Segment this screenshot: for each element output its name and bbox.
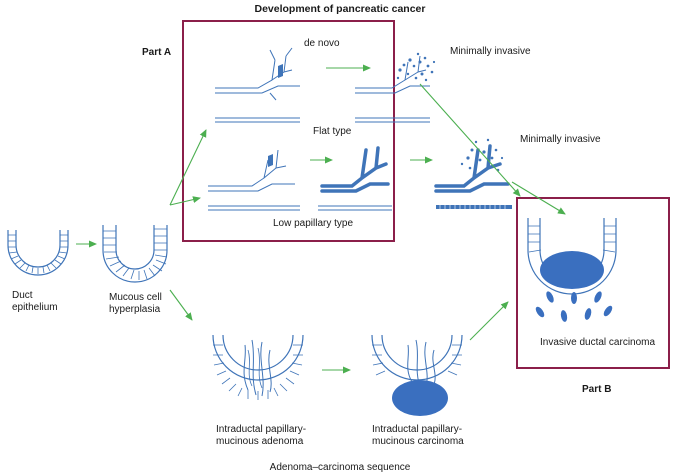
part-a-box xyxy=(182,20,395,242)
arrow-minimal-to-invasive-1 xyxy=(419,83,521,197)
duct-branch-minimal-invasive xyxy=(355,55,430,123)
mucous-hyperplasia-figure xyxy=(102,225,168,283)
denovo-lesion xyxy=(278,64,283,78)
duct-branch-low-papillary xyxy=(434,144,510,193)
label-ipm-adenoma: Intraductal papillary- mucinous adenoma xyxy=(216,424,309,447)
arrow-hyperplasia-to-denovo xyxy=(169,129,207,206)
low-papillary-wall xyxy=(436,205,512,209)
label-minimally-invasive-top: Minimally invasive xyxy=(450,46,531,57)
part-b-box xyxy=(516,197,670,369)
label-adenoma-carcinoma-sequence: Adenoma–carcinoma sequence xyxy=(270,462,411,473)
part-a-label: Part A xyxy=(142,47,171,58)
label-duct-epithelium: Duct epithelium xyxy=(12,290,58,313)
label-invasive-ductal-carcinoma: Invasive ductal carcinoma xyxy=(540,337,655,348)
duct-branch-denovo xyxy=(215,47,300,123)
ipm-carcinoma-figure xyxy=(371,334,463,387)
flow-arrows xyxy=(76,64,566,374)
label-de-novo: de novo xyxy=(304,38,340,49)
label-flat-type: Flat type xyxy=(313,126,352,137)
label-minimally-invasive-mid: Minimally invasive xyxy=(520,134,601,145)
label-mucous-cell-hyperplasia: Mucous cell hyperplasia xyxy=(109,292,165,315)
duct-branch-flat-progression xyxy=(320,146,390,193)
low-papillary-hatching xyxy=(439,205,506,209)
invasive-carcinoma-tumor xyxy=(540,251,604,289)
diagram-title: Development of pancreatic cancer xyxy=(255,3,426,15)
duct-epithelium-figure xyxy=(7,230,69,276)
ipm-adenoma-figure xyxy=(212,334,304,400)
arrow-carcinoma-to-invasive xyxy=(469,301,509,341)
minimally-invasive-cells xyxy=(396,52,436,82)
arrow-hyperplasia-to-adenoma xyxy=(169,289,193,321)
duct-branch-flat-type xyxy=(208,149,300,211)
arrow-papillary-to-invasive xyxy=(511,181,566,215)
ipm-carcinoma-tumor xyxy=(392,380,448,416)
label-ipm-carcinoma: Intraductal papillary- mucinous carcinom… xyxy=(372,424,465,447)
invasive-carcinoma-fragments xyxy=(535,291,613,322)
arrow-hyperplasia-to-flat xyxy=(169,196,201,206)
flat-lesion xyxy=(268,154,273,167)
label-low-papillary-type: Low papillary type xyxy=(273,218,353,229)
part-b-label: Part B xyxy=(582,384,611,395)
duct-wall-flat-progression xyxy=(318,205,392,211)
low-papillary-cells xyxy=(460,138,504,172)
